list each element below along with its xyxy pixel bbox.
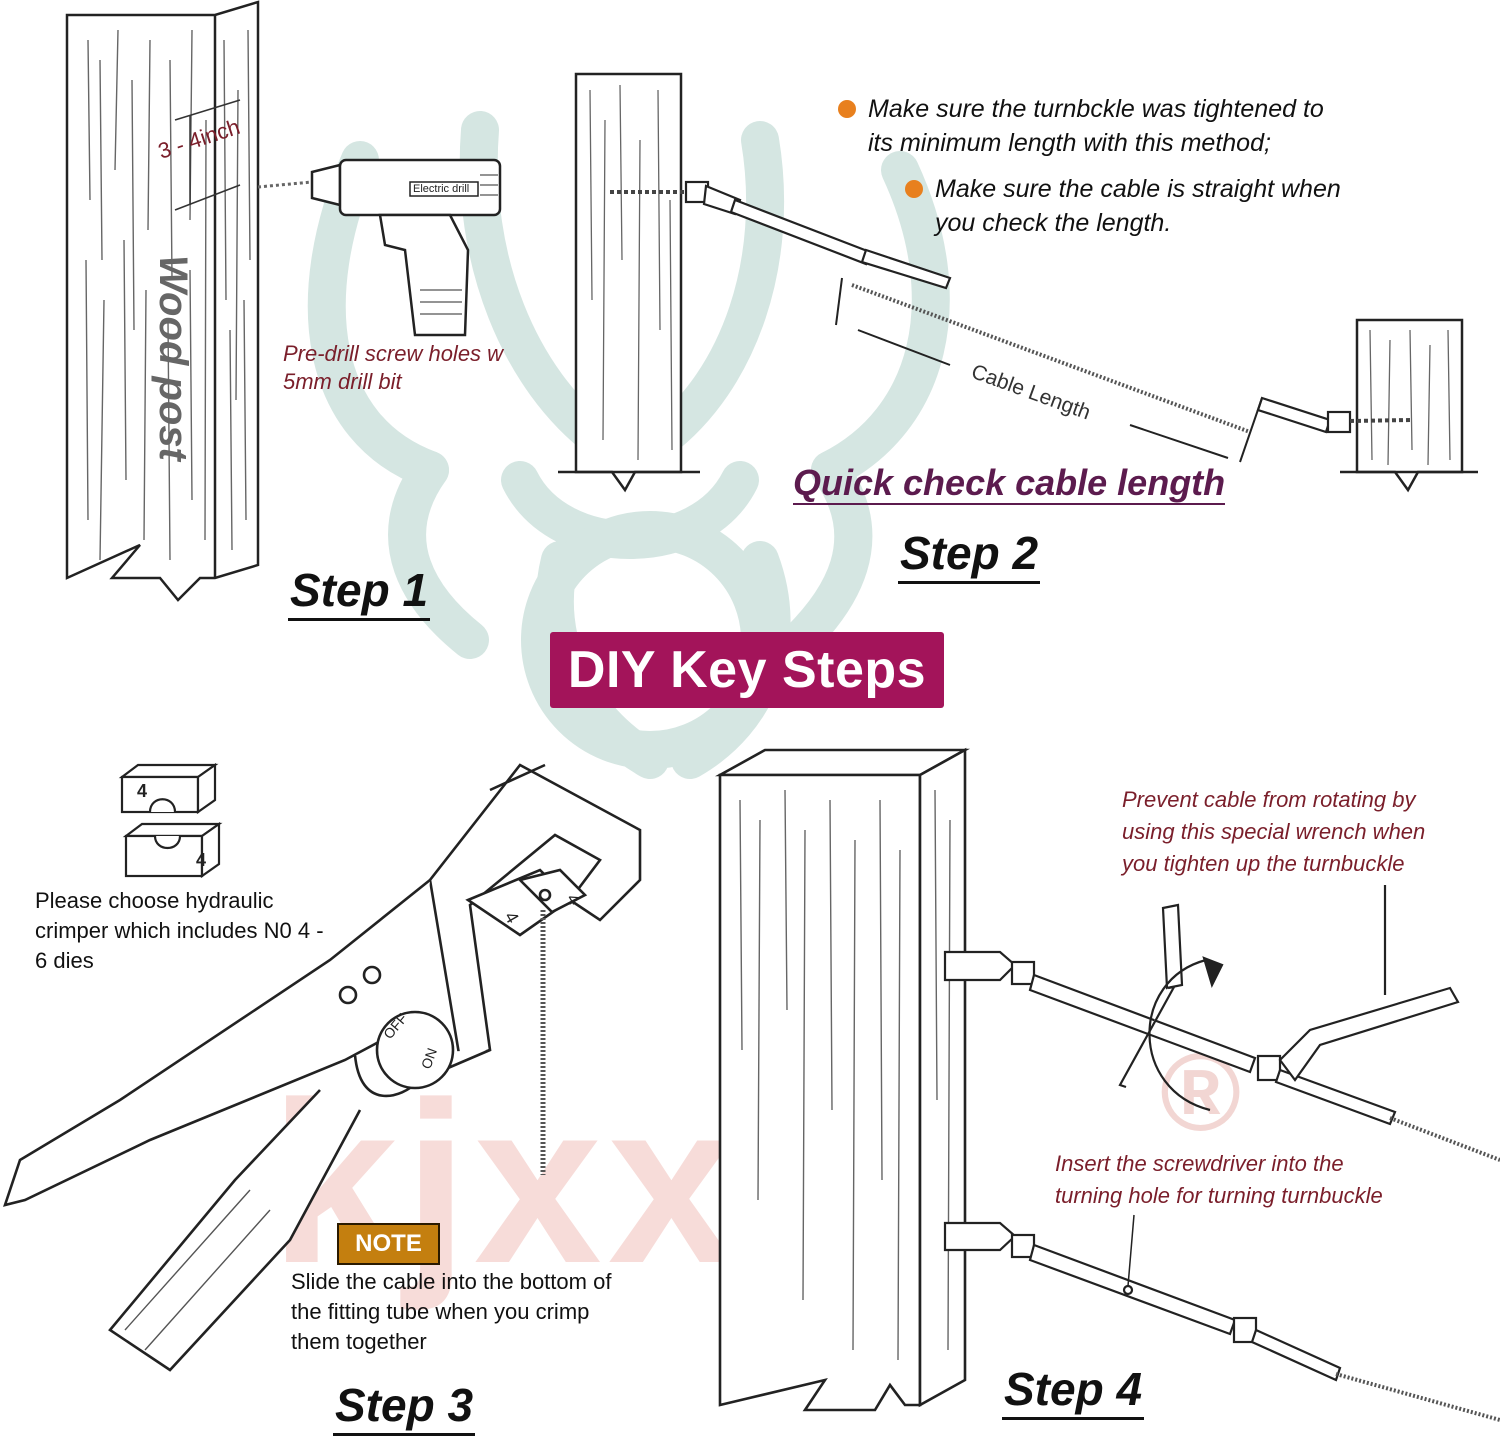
note-badge: NOTE bbox=[337, 1223, 440, 1265]
die-top-label: 4 bbox=[137, 781, 147, 801]
drill-brand-label: Electric drill bbox=[413, 183, 470, 195]
step1-wood-post bbox=[65, 0, 260, 602]
step1-label: Step 1 bbox=[288, 565, 431, 621]
step2-bullet-1: Make sure the turnbckle was tightened to… bbox=[838, 92, 1324, 160]
step2-bullet-1-text: Make sure the turnbckle was tightened to… bbox=[868, 95, 1324, 157]
step4-wrench bbox=[1278, 885, 1460, 1082]
step4-screwdriver bbox=[1118, 903, 1224, 1112]
bullet-dot-icon bbox=[905, 180, 923, 198]
step2-bullet-2-text: Make sure the cable is straight when you… bbox=[935, 175, 1341, 237]
step2-bullet-2: Make sure the cable is straight when you… bbox=[905, 172, 1341, 240]
step3-note-text: Slide the cable into the bottom of the f… bbox=[291, 1269, 612, 1354]
step3-crimper bbox=[3, 763, 642, 1372]
step4-screwdriver-note: Insert the screwdriver into the turning … bbox=[1055, 1151, 1383, 1208]
valve-on-label: ON bbox=[418, 1046, 440, 1071]
step4-upper-turnbuckle bbox=[943, 950, 1500, 1162]
page-title: DIY Key Steps bbox=[567, 641, 927, 699]
step1-wood-post-label: Wood post bbox=[151, 255, 195, 461]
step1-caption-line2: 5mm drill bit bbox=[283, 369, 402, 394]
die-bottom-label: 4 bbox=[196, 850, 206, 870]
step2-label: Step 2 bbox=[898, 528, 1041, 584]
step4-lower-turnbuckle bbox=[943, 1214, 1500, 1422]
step2-length-lines bbox=[835, 277, 1263, 463]
step3-dies bbox=[118, 762, 223, 879]
title-banner: DIY Key Steps bbox=[550, 632, 944, 708]
step4-wood-post bbox=[714, 747, 971, 1412]
step2-left-post bbox=[558, 72, 700, 493]
step1-measure-lines bbox=[174, 99, 241, 211]
bullet-dot-icon bbox=[838, 100, 856, 118]
step2-heading: Quick check cable length bbox=[793, 462, 1226, 506]
step1-drill bbox=[257, 158, 502, 337]
step2-right-post bbox=[1340, 318, 1478, 493]
step4-wrench-note: Prevent cable from rotating by using thi… bbox=[1122, 787, 1426, 876]
step3-dies-note: Please choose hydraulic crimper which in… bbox=[35, 888, 324, 973]
step2-turnbuckle-assembly bbox=[610, 180, 1411, 434]
cable-length-label: Cable Length bbox=[968, 360, 1093, 424]
step1-caption-line1: Pre-drill screw holes w bbox=[283, 341, 504, 366]
step3-label: Step 3 bbox=[333, 1380, 476, 1436]
note-badge-label: NOTE bbox=[355, 1230, 422, 1257]
step4-label: Step 4 bbox=[1002, 1364, 1145, 1420]
